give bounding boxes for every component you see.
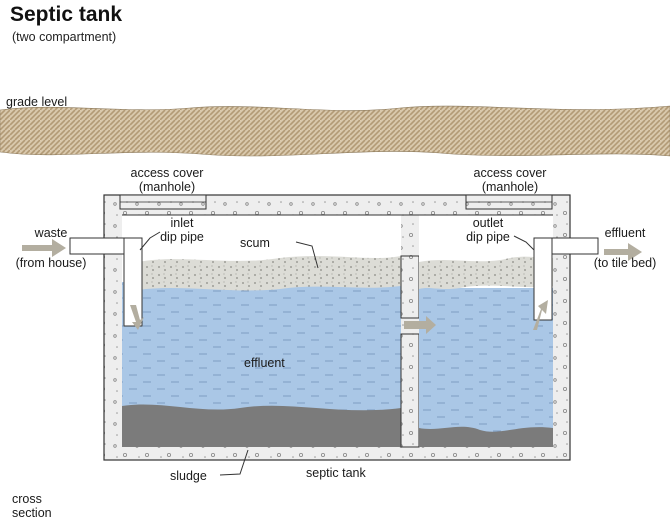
page-subtitle: (two compartment) <box>12 30 117 44</box>
effluent-out-arrow <box>604 243 642 261</box>
page-title: Septic tank <box>10 3 123 26</box>
right-compartment <box>419 215 553 447</box>
soil-layer <box>0 105 670 157</box>
leader-sludge <box>219 449 249 476</box>
outlet-label: outlet dip pipe <box>466 216 510 244</box>
left-compartment <box>122 215 401 447</box>
sludge-label: sludge <box>170 469 207 483</box>
scum-layer-left <box>138 256 401 291</box>
access-cover-right-label: access cover (manhole) <box>473 166 547 194</box>
cross-section-label: cross section <box>12 492 52 520</box>
left-manhole-cover <box>119 194 207 210</box>
effluent-label: effluent <box>244 356 285 370</box>
leader-scum <box>295 241 319 269</box>
inlet-label: inlet dip pipe <box>160 216 204 244</box>
grade-level-label: grade level <box>6 95 68 109</box>
inlet-down-arrow <box>130 305 144 330</box>
access-cover-left-label: access cover (manhole) <box>130 166 204 194</box>
baffle-upper <box>400 255 420 319</box>
scum-layer-right <box>419 256 553 289</box>
effluent-out-label: effluent (to tile bed) <box>593 226 657 270</box>
scum-label: scum <box>240 236 270 250</box>
right-manhole-cover <box>465 194 553 210</box>
baffle-lower <box>400 333 420 448</box>
outlet-dip-pipe <box>533 237 599 321</box>
transfer-arrow <box>404 316 436 334</box>
leader-outlet <box>513 235 535 251</box>
outlet-up-arrow <box>533 300 548 330</box>
sludge-layer-right <box>419 426 553 447</box>
waste-flow-arrow <box>22 239 66 257</box>
inlet-dip-pipe <box>69 237 143 327</box>
sludge-layer-left <box>122 404 401 447</box>
leader-inlet <box>139 231 161 251</box>
septic-tank-label: septic tank <box>306 466 366 480</box>
waste-label: waste (from house) <box>15 226 87 270</box>
